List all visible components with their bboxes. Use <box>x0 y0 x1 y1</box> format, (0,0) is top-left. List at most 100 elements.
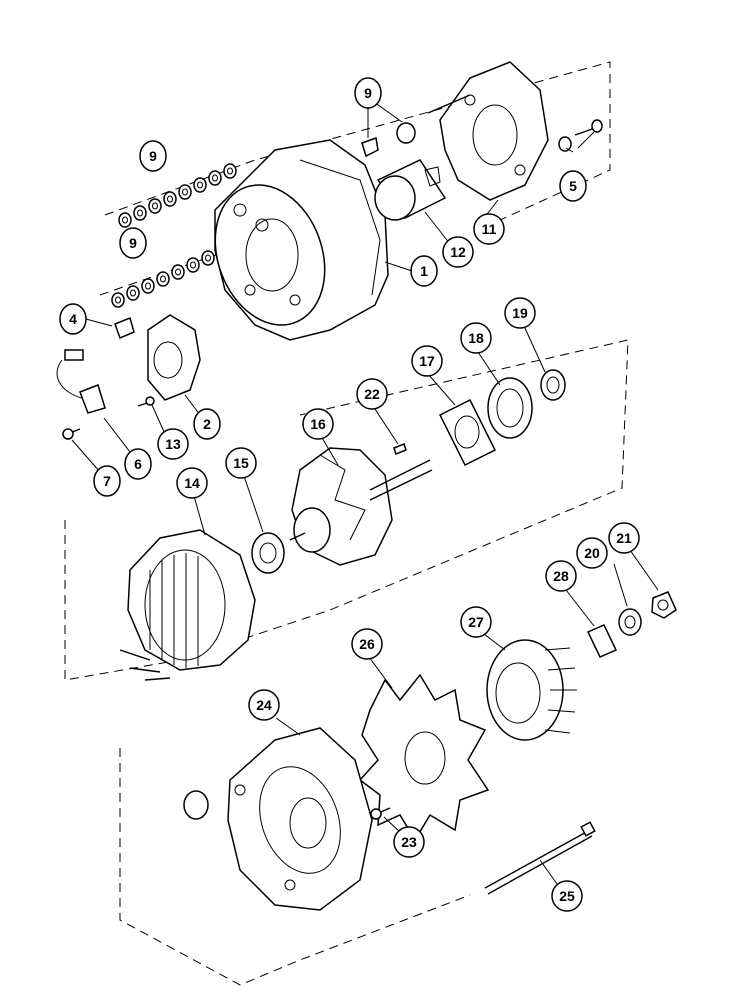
callout-9-top: 9 <box>139 140 167 172</box>
svg-text:21: 21 <box>616 530 632 546</box>
callout-19: 19 <box>504 297 536 329</box>
washer-hole <box>130 289 136 297</box>
pulley-nut <box>651 591 677 619</box>
svg-text:14: 14 <box>184 475 200 491</box>
retainer-plate <box>438 398 497 467</box>
brush <box>114 316 135 340</box>
washer <box>156 271 170 287</box>
svg-text:1: 1 <box>420 263 428 279</box>
svg-text:17: 17 <box>419 353 435 369</box>
fan <box>358 673 490 842</box>
callout-6: 6 <box>124 448 152 480</box>
svg-text:25: 25 <box>559 888 575 904</box>
callout-9-middle: 9 <box>119 227 147 259</box>
svg-text:9: 9 <box>149 148 157 164</box>
callout-16: 16 <box>302 408 334 440</box>
washer <box>133 205 147 221</box>
washer-hole <box>227 167 233 175</box>
fan-screw <box>370 807 391 820</box>
washer-hole <box>160 275 166 283</box>
pulley <box>486 639 577 741</box>
regulator <box>147 314 201 401</box>
washer-hole <box>137 209 143 217</box>
svg-text:11: 11 <box>482 221 497 237</box>
callouts: 9 9 9 5 11 12 1 4 2 13 6 7 22 16 17 18 1… <box>59 77 640 912</box>
spacer-ring <box>540 369 566 401</box>
svg-text:13: 13 <box>165 436 181 452</box>
callout-9-right: 9 <box>354 77 382 109</box>
callout-21: 21 <box>608 522 640 554</box>
bushes-washers <box>111 122 416 308</box>
washer <box>201 250 215 266</box>
pulley-washer <box>618 608 642 636</box>
washer-hole <box>152 202 158 210</box>
callout-7: 7 <box>93 465 121 497</box>
leader-lines <box>71 101 659 885</box>
washer-hole <box>175 268 181 276</box>
svg-text:16: 16 <box>310 416 326 432</box>
callout-13: 13 <box>157 428 189 460</box>
rectifier-plate <box>427 61 549 201</box>
washer-hole <box>122 216 128 224</box>
washer <box>208 170 222 186</box>
washer <box>171 264 185 280</box>
svg-text:12: 12 <box>450 244 466 260</box>
callout-24: 24 <box>248 689 280 721</box>
rotor <box>289 447 433 566</box>
suppressor-cable <box>56 349 106 414</box>
callout-25: 25 <box>551 880 583 912</box>
washer <box>148 198 162 214</box>
washer <box>118 212 132 228</box>
svg-text:15: 15 <box>233 455 249 471</box>
washer-hole <box>115 296 121 304</box>
washer <box>178 184 192 200</box>
svg-text:4: 4 <box>69 311 77 327</box>
callout-27: 27 <box>460 606 492 638</box>
callout-4: 4 <box>59 303 87 335</box>
washer-hole <box>212 174 218 182</box>
key <box>393 443 407 455</box>
screws-small <box>62 396 155 440</box>
callout-5: 5 <box>559 170 587 202</box>
callout-23: 23 <box>393 826 425 858</box>
rear-bearing <box>251 532 285 574</box>
svg-text:26: 26 <box>359 636 375 652</box>
svg-text:9: 9 <box>364 85 372 101</box>
svg-text:19: 19 <box>512 305 528 321</box>
callout-1: 1 <box>410 255 438 287</box>
washer <box>163 191 177 207</box>
svg-text:2: 2 <box>203 416 211 432</box>
svg-text:20: 20 <box>584 545 600 561</box>
svg-text:5: 5 <box>569 178 577 194</box>
washer <box>126 285 140 301</box>
rear-housing <box>183 727 373 911</box>
callout-17: 17 <box>411 345 443 377</box>
svg-text:18: 18 <box>468 330 484 346</box>
washer <box>193 177 207 193</box>
front-housing <box>214 139 389 341</box>
washer-hole <box>190 261 196 269</box>
callout-15: 15 <box>225 447 257 479</box>
washer <box>111 292 125 308</box>
callout-28: 28 <box>545 560 577 592</box>
svg-text:7: 7 <box>103 473 111 489</box>
callout-26: 26 <box>351 628 383 660</box>
bearing <box>487 377 533 439</box>
washer <box>223 163 237 179</box>
svg-text:22: 22 <box>364 386 380 402</box>
sleeve <box>374 159 447 221</box>
callout-2: 2 <box>193 408 221 440</box>
washer-hole <box>182 188 188 196</box>
screw-and-washer <box>558 119 603 152</box>
svg-text:28: 28 <box>553 568 569 584</box>
callout-12: 12 <box>442 236 474 268</box>
svg-text:23: 23 <box>401 834 417 850</box>
washer-hole <box>197 181 203 189</box>
washer-hole <box>205 254 211 262</box>
washer <box>141 278 155 294</box>
svg-text:24: 24 <box>256 697 272 713</box>
callout-11: 11 <box>473 213 505 245</box>
callout-18: 18 <box>460 322 492 354</box>
stator <box>119 529 256 681</box>
